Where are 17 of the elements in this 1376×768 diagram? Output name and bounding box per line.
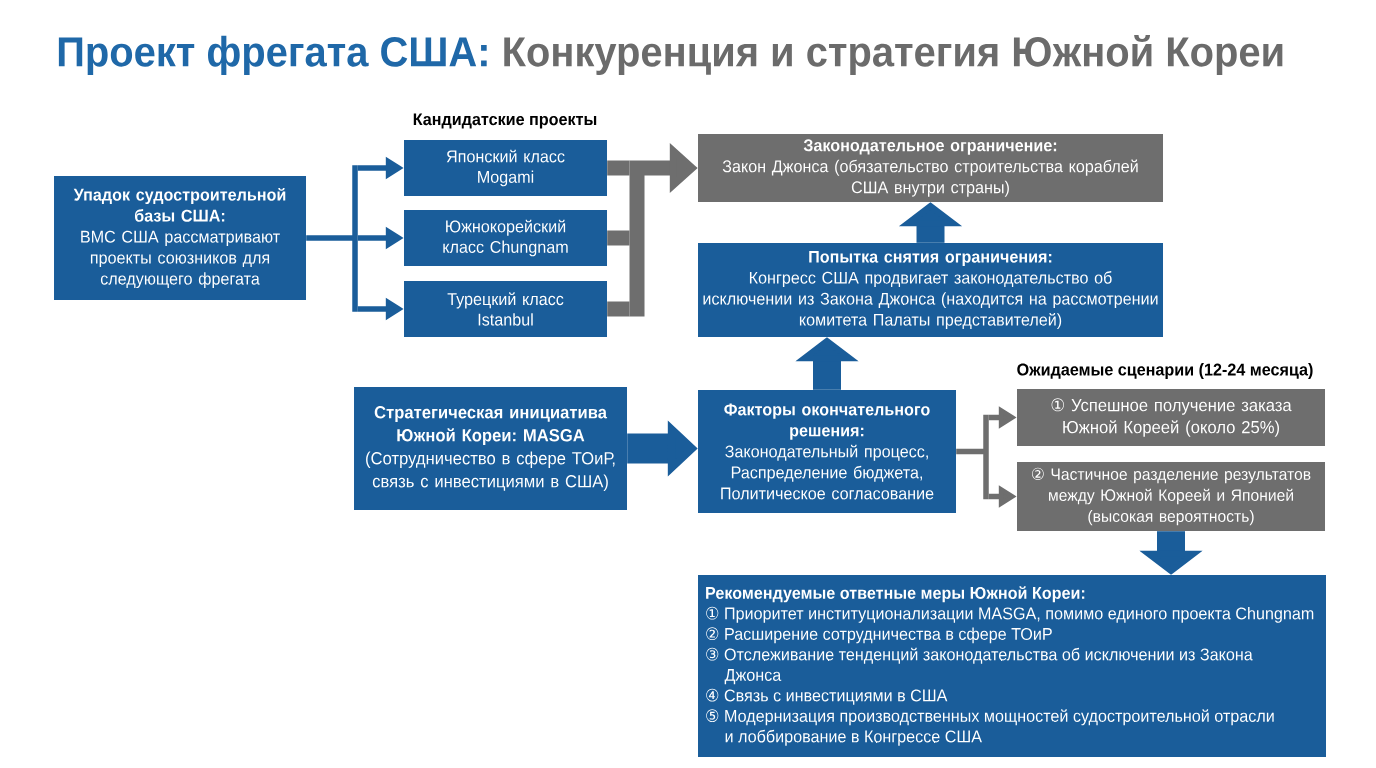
initiative-box: Стратегическая инициатива Южной Кореи: MASGA (Сотрудничество в сфере ТОиР, связь с инвестициями в США) bbox=[354, 387, 627, 510]
decision-box: Факторы окончательного решения: Законодательный процесс, Распределение бюджета, Политическое согласование bbox=[698, 390, 956, 513]
scenario-box: ① Успешное получение заказа Южной Кореей (около 25%) bbox=[1017, 389, 1325, 446]
connector-line bbox=[303, 162, 358, 315]
constraint-box: Законодательное ограничение: Закон Джонса (обязательство строительства кораблей США внутри страны) bbox=[698, 134, 1163, 202]
connector-line bbox=[607, 230, 630, 246]
group-heading: Ожидаемые сценарии (12-24 месяца) bbox=[1017, 363, 1313, 379]
scenario-box: ② Частичное разделение результатов между Южной Кореей и Японией (высокая вероятность) bbox=[1017, 462, 1325, 531]
connector-line bbox=[953, 412, 989, 502]
title: Проект фрегата США: Конкуренция и стратегия Южной Кореи bbox=[58, 35, 1283, 75]
candidate-box: Турецкий класс Istanbul bbox=[404, 281, 607, 337]
candidate-box: Южнокорейский класс Chungnam bbox=[404, 210, 607, 266]
problem-box: Упадок судостроительной базы США: ВМС США рассматривают проекты союзников для следующего фрегата bbox=[54, 176, 306, 300]
connector-line bbox=[607, 160, 630, 176]
recommendation-box: Рекомендуемые ответные меры Южной Кореи: ① Приоритет институционализации MASGA, помимо единого проекта Chungnam ② Расширение сотрудничества в сфере ТОиР ③ Отслеживание тенденций законодательства об исключении из Закона Джонса ④ Связь с инвестициями в США ⑤ Модернизация производственных мощностей судостроительной отрасли и лоббирование в Конгрессе США bbox=[698, 575, 1326, 757]
connector-line bbox=[607, 301, 630, 317]
candidate-box: Японский класс Mogami bbox=[404, 140, 607, 196]
